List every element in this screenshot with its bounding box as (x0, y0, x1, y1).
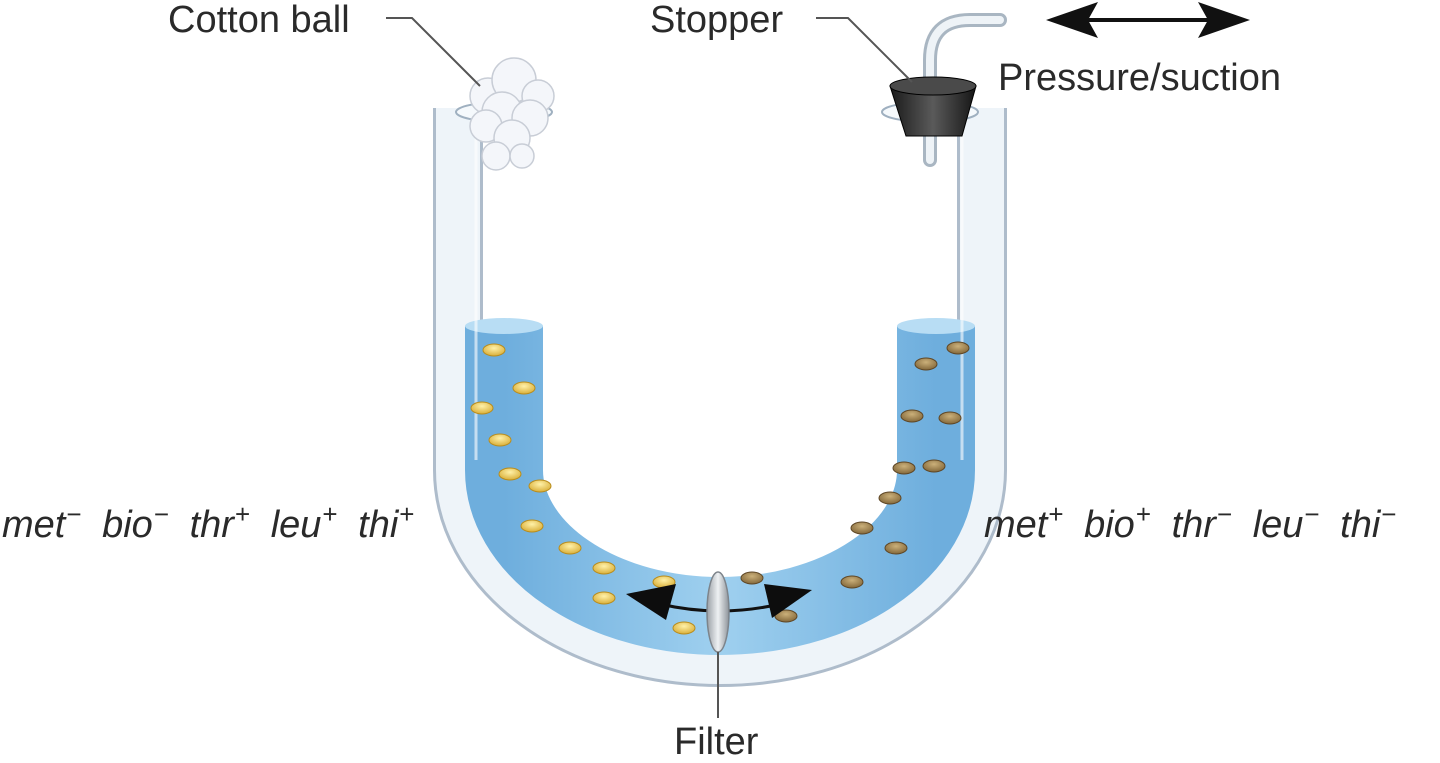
cotton-ball-leader-line (386, 17, 481, 87)
genotype-right-thi: thi− (1340, 499, 1397, 546)
left-cell-population (470, 343, 696, 635)
pressure-arrow-left-head (1046, 2, 1098, 38)
cell-left (558, 541, 582, 555)
cell-left (672, 621, 696, 635)
cell-left (592, 591, 616, 605)
cell-right (840, 575, 864, 589)
stopper-label: Stopper (650, 0, 784, 41)
genotype-left-bio: bio− (102, 499, 170, 546)
stopper-top (889, 76, 977, 96)
cotton-ball (469, 57, 555, 171)
pressure-suction-label: Pressure/suction (998, 57, 1282, 99)
cell-right (946, 341, 970, 355)
cell-left (488, 433, 512, 447)
right-cell-population (740, 341, 970, 623)
right-strain-genotype: met+ bio+ thr− leu− thi− (984, 492, 1396, 547)
genotype-left-leu: leu+ (270, 499, 338, 546)
cell-right (884, 541, 908, 555)
right-meniscus (897, 318, 975, 334)
genotype-right-leu: leu− (1252, 499, 1320, 546)
cell-left (482, 343, 506, 357)
flow-arrow-left (626, 584, 676, 620)
genotype-left-thr: thr+ (189, 499, 251, 546)
glass-bent-tube-inner (926, 16, 1004, 164)
genotype-right-thr: thr− (1171, 499, 1233, 546)
cell-right (878, 491, 902, 505)
genotype-right-bio: bio+ (1084, 499, 1152, 546)
cell-right (922, 459, 946, 473)
cell-left (498, 467, 522, 481)
cell-right (740, 571, 764, 585)
filter-disc (706, 571, 730, 653)
flow-arrow-right (764, 584, 812, 618)
cell-left (592, 561, 616, 575)
cell-right (774, 609, 798, 623)
genotype-left-met: met− (2, 499, 82, 546)
genotype-left-thi: thi+ (358, 499, 415, 546)
stopper-leader-line (816, 17, 913, 83)
cell-left (512, 381, 536, 395)
left-meniscus (465, 318, 543, 334)
cell-left (520, 519, 544, 533)
cell-right (938, 411, 962, 425)
genotype-right-met: met+ (984, 499, 1064, 546)
cell-left (470, 401, 494, 415)
left-strain-genotype: met− bio− thr+ leu+ thi+ (2, 492, 424, 547)
u-tube-glass-inner (436, 108, 1004, 684)
cell-right (892, 461, 916, 475)
cell-right (900, 409, 924, 423)
filter-label: Filter (674, 721, 759, 763)
cell-right (850, 521, 874, 535)
cell-right (914, 357, 938, 371)
cell-left (528, 479, 552, 493)
cotton-ball-label: Cotton ball (168, 0, 350, 41)
pressure-arrow-right-head (1198, 2, 1250, 38)
